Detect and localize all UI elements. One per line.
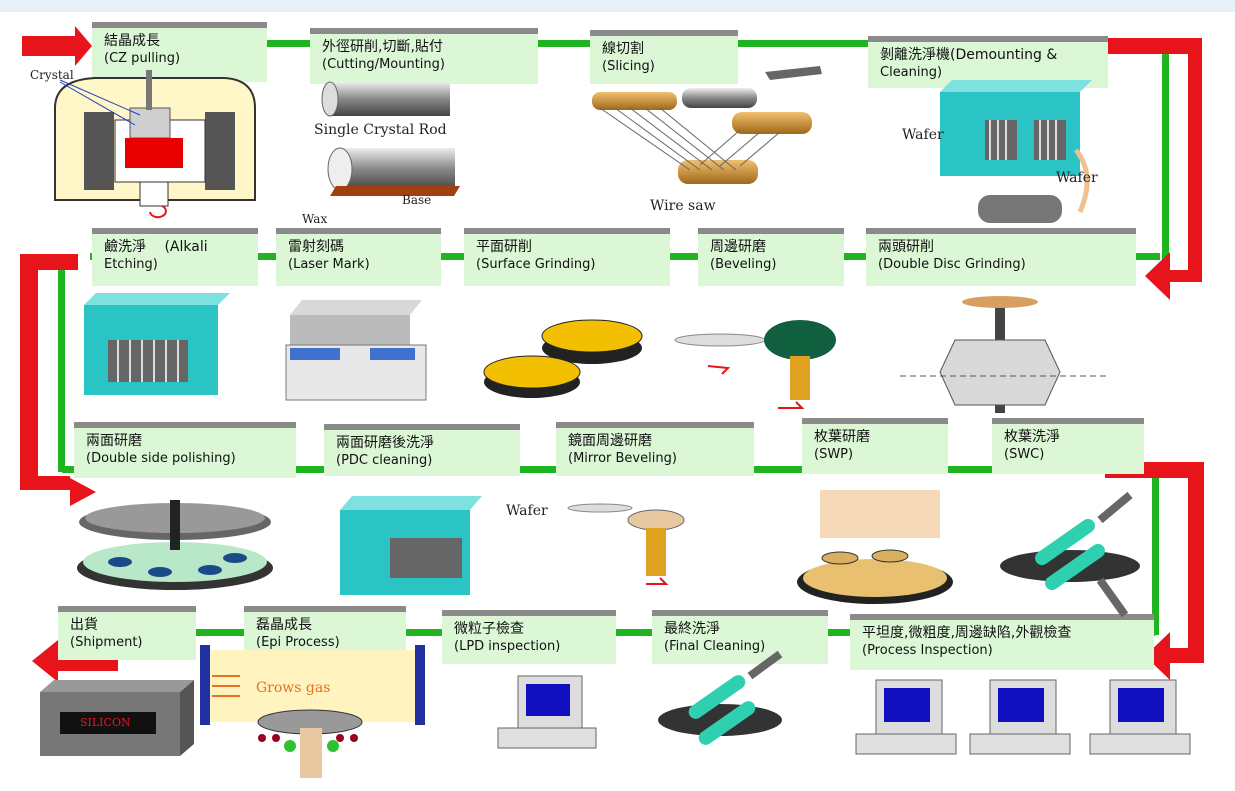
step-lpd-inspection: 微粒子檢查 (LPD inspection) xyxy=(442,610,616,664)
turn-arrow-left xyxy=(20,254,96,506)
step-title-zh: 兩面研磨 xyxy=(86,433,142,449)
step-title-zh: 最終洗淨 xyxy=(664,621,720,637)
step-title-zh: 雷射刻碼 xyxy=(288,239,344,255)
step-title-en: (Laser Mark) xyxy=(288,257,370,272)
step-title-en: (Double side polishing) xyxy=(86,451,236,466)
step-title-zh: 兩頭研削 xyxy=(878,239,934,255)
beveling-illustration xyxy=(674,320,836,409)
silicon-label: SILICON xyxy=(80,716,131,729)
start-arrow xyxy=(22,26,92,66)
wire-saw-illustration xyxy=(592,66,822,184)
step-title-zh: 鏡面周邊研磨 xyxy=(568,433,652,449)
step-shipment: 出貨 (Shipment) xyxy=(58,606,196,660)
laser-mark-machine-illustration xyxy=(285,300,427,401)
crystal-label: Crystal xyxy=(30,68,74,82)
base-label: Base xyxy=(402,193,432,207)
demounting-tank-illustration xyxy=(940,80,1092,223)
step-swp: 枚葉研磨 (SWP) xyxy=(802,418,948,474)
step-title-zh: 平面研削 xyxy=(476,239,532,255)
step-title-en: (Double Disc Grinding) xyxy=(878,257,1026,272)
step-surface-grinding: 平面研削 (Surface Grinding) xyxy=(464,228,670,286)
step-title-en: (SWP) xyxy=(814,447,854,462)
inspection-computers-illustration xyxy=(855,679,1191,755)
step-laser-mark: 雷射刻碼 (Laser Mark) xyxy=(276,228,441,286)
step-slicing: 線切割 (Slicing) xyxy=(590,30,738,84)
step-swc: 枚葉洗淨 (SWC) xyxy=(992,418,1144,474)
cz-puller-illustration xyxy=(54,70,256,219)
step-title-en: (Process Inspection) xyxy=(862,643,993,658)
wafer-label: Wafer xyxy=(506,503,548,519)
step-title-en: Cleaning) xyxy=(880,65,943,80)
step-title-en: (Final Cleaning) xyxy=(664,639,766,654)
grows-gas-label: Grows gas xyxy=(256,680,331,696)
top-band xyxy=(0,0,1235,12)
turn-arrow-right-2 xyxy=(1105,462,1204,680)
step-title-zh: 平坦度,微粗度,周邊缺陷,外觀檢查 xyxy=(862,625,1072,641)
flow-line xyxy=(265,40,885,47)
single-crystal-rod-label: Single Crystal Rod xyxy=(314,122,447,138)
lpd-computer-illustration xyxy=(497,675,597,749)
step-title-zh: 鹼洗淨 (Alkali xyxy=(104,239,208,255)
step-beveling: 周邊研磨 (Beveling) xyxy=(698,228,844,286)
step-title-en: (PDC cleaning) xyxy=(336,453,433,468)
swp-illustration xyxy=(797,490,953,604)
step-title-en: (Shipment) xyxy=(70,635,143,650)
epi-reactor-illustration xyxy=(200,645,425,778)
step-demounting-cleaning: 剝離洗淨機(Demounting & Cleaning) xyxy=(868,36,1108,88)
step-double-disc-grinding: 兩頭研削 (Double Disc Grinding) xyxy=(866,228,1136,286)
step-title-zh: 兩面研磨後洗淨 xyxy=(336,435,434,451)
flow-line xyxy=(1152,470,1159,635)
step-title-zh: 出貨 xyxy=(70,617,98,633)
step-title-en: (Surface Grinding) xyxy=(476,257,596,272)
alkali-tank-illustration xyxy=(84,293,230,395)
step-title-en: (Slicing) xyxy=(602,59,655,74)
step-title-zh: 磊晶成長 xyxy=(256,617,312,633)
step-title-en: (CZ pulling) xyxy=(104,51,181,66)
double-disc-grinding-illustration xyxy=(900,296,1110,413)
step-final-cleaning: 最終洗淨 (Final Cleaning) xyxy=(652,610,828,664)
step-title-zh: 結晶成長 xyxy=(104,33,160,49)
step-title-en: (LPD inspection) xyxy=(454,639,561,654)
step-title-en: (Epi Process) xyxy=(256,635,340,650)
step-title-zh: 線切割 xyxy=(602,41,644,57)
step-mirror-beveling: 鏡面周邊研磨 (Mirror Beveling) xyxy=(556,422,754,476)
step-title-zh: 枚葉洗淨 xyxy=(1004,429,1060,445)
step-title-zh: 周邊研磨 xyxy=(710,239,766,255)
double-side-polishing-illustration xyxy=(77,500,273,590)
step-double-side-polishing: 兩面研磨 (Double side polishing) xyxy=(74,422,296,478)
mirror-beveling-illustration xyxy=(567,503,685,585)
step-title-en: Etching) xyxy=(104,257,158,272)
flow-line xyxy=(1162,50,1169,260)
final-cleaning-illustration xyxy=(658,650,783,745)
wafer-label: Wafer xyxy=(902,127,944,143)
flow-line xyxy=(58,262,65,472)
step-title-zh: 微粒子檢查 xyxy=(454,621,524,637)
step-title-en: (Cutting/Mounting) xyxy=(322,57,445,72)
step-title-zh: 枚葉研磨 xyxy=(814,429,870,445)
step-cz-pulling: 結晶成長 (CZ pulling) xyxy=(92,22,267,82)
step-title-en: (Mirror Beveling) xyxy=(568,451,677,466)
wax-label: Wax xyxy=(302,212,328,226)
turn-arrow-right xyxy=(1105,38,1202,300)
wafer-label: Wafer xyxy=(1056,170,1098,186)
crystal-rod-illustration xyxy=(321,81,460,196)
step-title-en: (SWC) xyxy=(1004,447,1045,462)
step-process-inspection: 平坦度,微粗度,周邊缺陷,外觀檢查 (Process Inspection) xyxy=(850,614,1154,670)
step-title-zh: 外徑研削,切斷,貼付 xyxy=(322,39,443,55)
step-alkali-etching: 鹼洗淨 (Alkali Etching) xyxy=(92,228,258,286)
swc-illustration xyxy=(1000,491,1140,618)
step-title-en: (Beveling) xyxy=(710,257,777,272)
exit-arrow xyxy=(32,640,118,682)
wire-saw-label: Wire saw xyxy=(650,198,716,214)
step-title-zh: 剝離洗淨機(Demounting & xyxy=(880,47,1058,63)
shipment-box-illustration xyxy=(40,680,194,756)
step-pdc-cleaning: 兩面研磨後洗淨 (PDC cleaning) xyxy=(324,424,520,476)
step-cutting-mounting: 外徑研削,切斷,貼付 (Cutting/Mounting) xyxy=(310,28,538,84)
surface-grinding-illustration xyxy=(483,319,643,398)
pdc-tank-illustration xyxy=(340,496,482,595)
